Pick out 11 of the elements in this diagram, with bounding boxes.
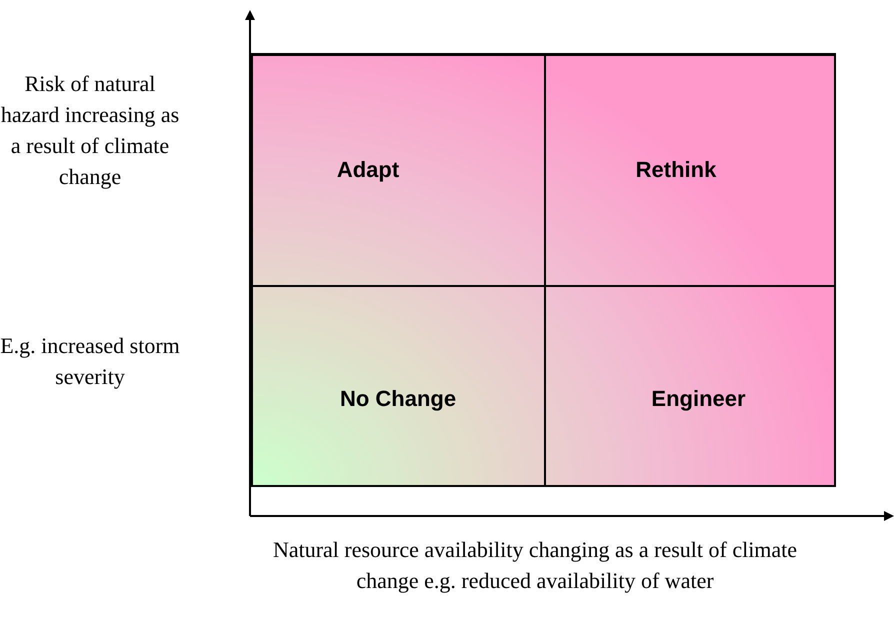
quadrant-cell xyxy=(545,286,836,487)
quadrant-cell xyxy=(252,55,545,286)
quadrant-label: Rethink xyxy=(634,156,718,184)
quadrant-label: Adapt xyxy=(336,156,400,184)
quadrant-cell xyxy=(252,286,545,487)
quadrant-label: Engineer xyxy=(650,385,747,413)
y-axis-note: E.g. increased storm severity xyxy=(0,332,180,391)
quadrant-cell xyxy=(545,55,836,286)
quadrant-label: No Change xyxy=(338,385,458,413)
y-axis-label: Risk of natural hazard increasing as a result of climate change xyxy=(0,70,180,191)
x-axis-label: Natural resource availability changing as a result of climate change e.g. reduced availability of water xyxy=(272,536,798,595)
